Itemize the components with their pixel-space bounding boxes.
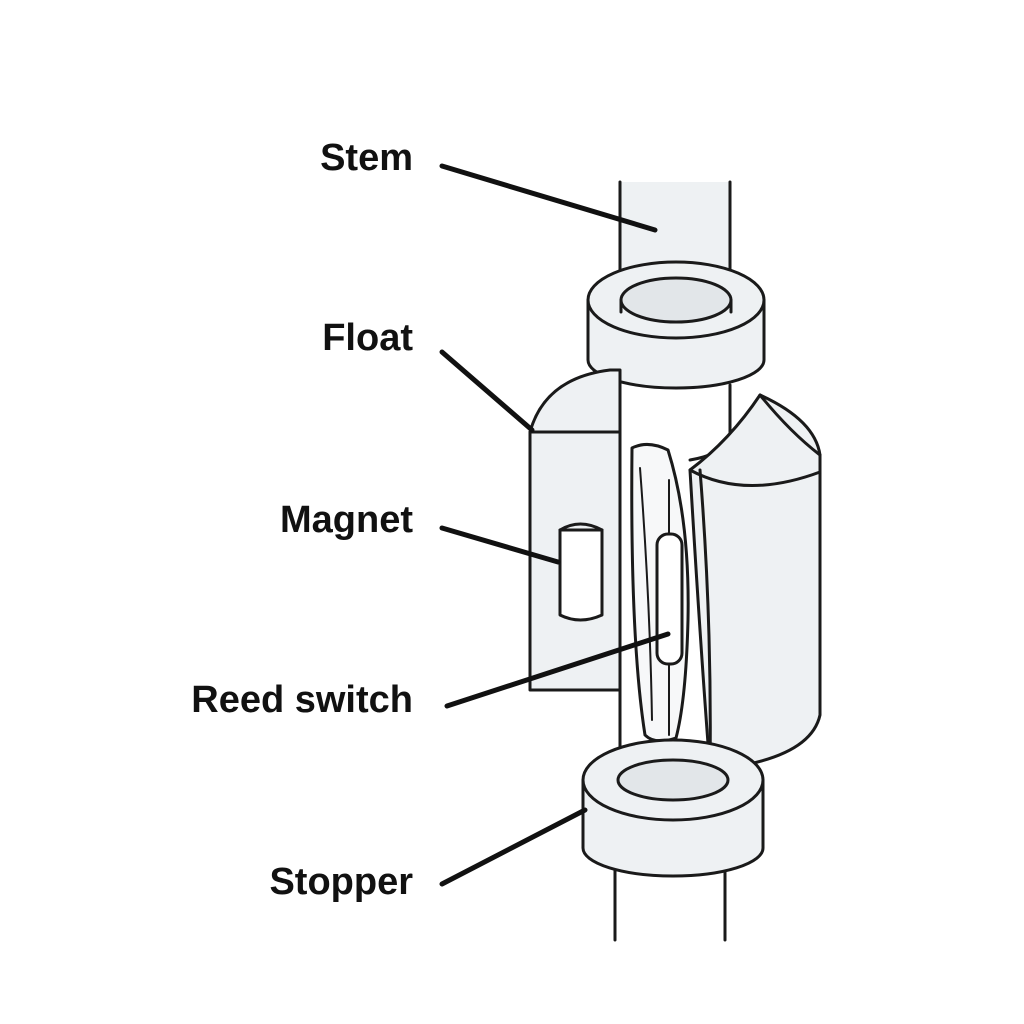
reed-switch-leader [444, 631, 671, 709]
magnet [558, 528, 604, 622]
float-leader [439, 349, 535, 433]
lower-stopper-hole [616, 758, 730, 802]
reed-switch-label: Reed switch [191, 679, 413, 721]
stem-middle [618, 383, 732, 442]
upper-stopper-hole [619, 276, 733, 324]
magnet-leader [439, 525, 561, 565]
magnet-label: Magnet [280, 499, 413, 541]
stopper-leader [439, 807, 588, 887]
float-right-body [688, 393, 822, 772]
stem-leader [439, 163, 658, 233]
stopper-label: Stopper [269, 861, 413, 903]
stem-bottom [613, 868, 727, 942]
float-label: Float [322, 317, 413, 359]
stem-label: Stem [320, 137, 413, 179]
reed-switch [655, 532, 684, 666]
